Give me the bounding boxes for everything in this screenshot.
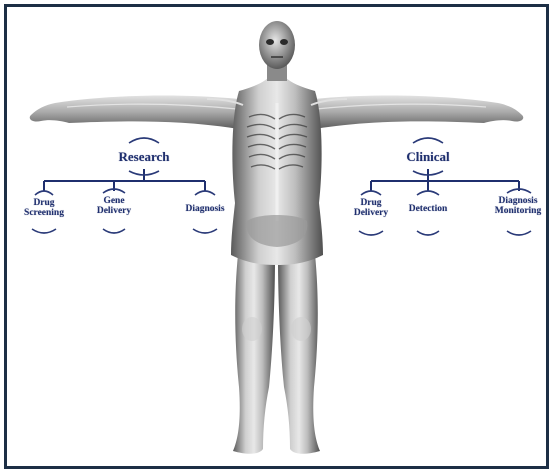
gene-delivery-label: Gene Delivery xyxy=(89,197,139,216)
branch-lines xyxy=(7,7,546,466)
clinical-label: Clinical xyxy=(393,150,463,163)
research-label: Research xyxy=(109,150,179,163)
detection-label: Detection xyxy=(400,205,456,215)
drug-screening-label: Drug Screening xyxy=(19,199,69,218)
drug-delivery-label: Drug Delivery xyxy=(346,199,396,218)
diagram-frame: Research Drug Screening Gene Delivery Di… xyxy=(4,4,549,469)
diagnosis-label-research: Diagnosis xyxy=(177,205,233,215)
diagnosis-monitoring-label: Diagnosis Monitoring xyxy=(489,197,547,216)
